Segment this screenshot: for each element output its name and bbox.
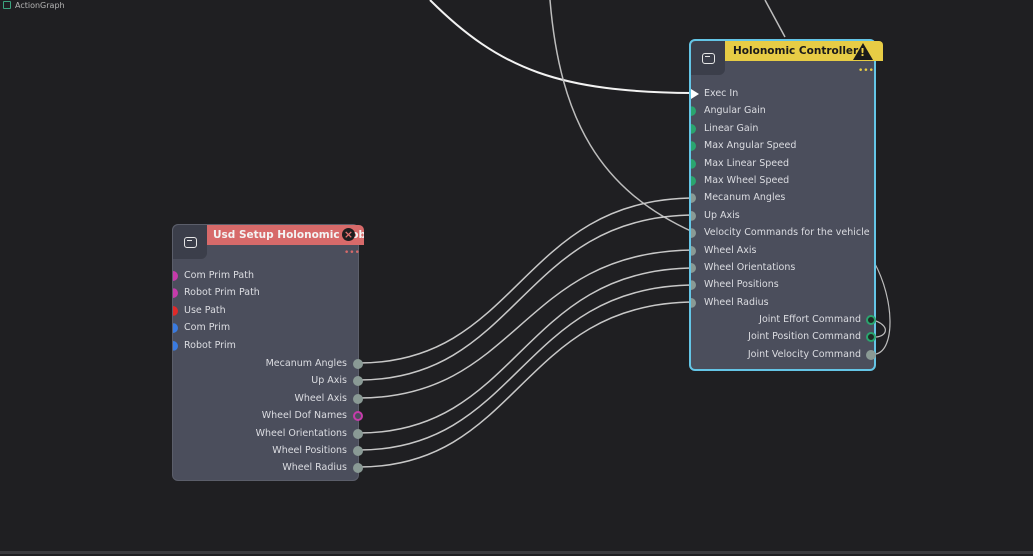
output-pin[interactable] bbox=[866, 332, 876, 343]
controller-icon-box bbox=[691, 41, 725, 75]
output-pin[interactable] bbox=[353, 411, 363, 422]
input-pin[interactable] bbox=[691, 263, 696, 273]
controller-input-label: Wheel Positions bbox=[704, 279, 779, 291]
wire-mecanum-angles bbox=[358, 197, 696, 364]
graph-tab-label: ActionGraph bbox=[15, 0, 65, 10]
wire-right-loop-2 bbox=[872, 319, 886, 338]
action-graph-tab[interactable]: ActionGraph bbox=[3, 0, 65, 10]
output-pin[interactable] bbox=[353, 446, 363, 456]
wire-wheel-orientations bbox=[358, 267, 696, 434]
controller-input-label: Wheel Orientations bbox=[704, 262, 796, 273]
wire-wheel-radius bbox=[358, 301, 696, 468]
wire-top-2 bbox=[764, 0, 786, 38]
setup-output-label: Wheel Radius bbox=[282, 462, 347, 474]
setup-output-label: Wheel Positions bbox=[272, 445, 347, 456]
output-pin[interactable] bbox=[866, 349, 876, 360]
input-pin[interactable] bbox=[691, 245, 696, 256]
setup-input-label: Robot Prim bbox=[184, 339, 236, 351]
controller-input-label: Up Axis bbox=[704, 209, 740, 221]
controller-input-label: Max Angular Speed bbox=[704, 140, 797, 152]
output-pin[interactable] bbox=[866, 315, 876, 325]
input-pin[interactable] bbox=[691, 228, 696, 239]
setup-input-label: Robot Prim Path bbox=[184, 287, 260, 299]
input-pin[interactable] bbox=[173, 323, 178, 334]
controller-input-label: Angular Gain bbox=[704, 105, 766, 117]
exec-wire bbox=[429, 0, 694, 94]
controller-input-label: Exec In bbox=[704, 88, 739, 99]
setup-output-label: Wheel Orientations bbox=[255, 427, 347, 439]
output-pin[interactable] bbox=[353, 393, 363, 404]
bottom-divider bbox=[0, 551, 1033, 554]
controller-output-label: Joint Position Command bbox=[748, 331, 861, 343]
node-icon bbox=[183, 236, 197, 248]
controller-output-label: Joint Velocity Command bbox=[747, 348, 861, 360]
input-pin[interactable] bbox=[173, 340, 178, 351]
input-pin[interactable] bbox=[173, 305, 178, 316]
close-x-icon[interactable]: × bbox=[342, 228, 355, 241]
controller-output-label: Joint Effort Command bbox=[759, 314, 861, 325]
wire-wheel-axis bbox=[358, 249, 696, 399]
output-pin[interactable] bbox=[353, 359, 363, 369]
setup-header[interactable]: Usd Setup Holonomic Robot bbox=[207, 225, 364, 245]
input-pin[interactable] bbox=[691, 141, 696, 152]
controller-input-label: Velocity Commands for the vehicle bbox=[704, 227, 870, 239]
setup-output-label: Mecanum Angles bbox=[265, 358, 347, 369]
controller-input-label: Wheel Axis bbox=[704, 244, 757, 256]
controller-header[interactable]: Holonomic Controller bbox=[725, 41, 883, 61]
controller-title: Holonomic Controller bbox=[733, 45, 859, 57]
setup-title: Usd Setup Holonomic Robot bbox=[213, 229, 364, 241]
setup-icon-box bbox=[173, 225, 207, 259]
controller-input-label: Max Wheel Speed bbox=[704, 175, 790, 186]
setup-output-label: Wheel Axis bbox=[294, 392, 347, 404]
controller-input-label: Linear Gain bbox=[704, 122, 759, 134]
wire-up-axis bbox=[358, 214, 696, 381]
warning-triangle-icon[interactable] bbox=[853, 43, 873, 60]
setup-menu-dots[interactable]: ••• bbox=[344, 248, 360, 258]
setup-input-label: Use Path bbox=[184, 304, 226, 316]
holonomic-controller-node[interactable]: Holonomic Controller ••• Exec In Angular … bbox=[689, 39, 883, 371]
input-pin[interactable] bbox=[691, 123, 696, 134]
controller-menu-dots[interactable]: ••• bbox=[858, 66, 874, 76]
exec-in-pin[interactable] bbox=[691, 89, 699, 99]
output-pin[interactable] bbox=[353, 376, 363, 387]
setup-output-label: Up Axis bbox=[311, 375, 347, 387]
controller-input-label: Mecanum Angles bbox=[704, 192, 786, 204]
controller-input-label: Wheel Radius bbox=[704, 296, 769, 308]
input-pin[interactable] bbox=[691, 176, 696, 186]
output-pin[interactable] bbox=[353, 428, 363, 439]
output-pin[interactable] bbox=[353, 463, 363, 474]
node-icon bbox=[701, 52, 715, 64]
input-pin[interactable] bbox=[173, 271, 178, 281]
usd-setup-holonomic-robot-node[interactable]: Usd Setup Holonomic Robot × ••• Com Prim… bbox=[172, 224, 364, 481]
input-pin[interactable] bbox=[691, 158, 696, 169]
input-pin[interactable] bbox=[691, 210, 696, 221]
wire-wheel-positions bbox=[358, 284, 696, 451]
setup-input-label: Com Prim bbox=[184, 322, 231, 334]
input-pin[interactable] bbox=[691, 297, 696, 308]
wire-top-1 bbox=[549, 0, 694, 233]
controller-input-label: Max Linear Speed bbox=[704, 157, 789, 169]
wire-right-loop bbox=[873, 261, 891, 355]
setup-output-label: Wheel Dof Names bbox=[261, 410, 347, 422]
graph-icon bbox=[3, 1, 11, 9]
setup-input-label: Com Prim Path bbox=[184, 270, 254, 281]
